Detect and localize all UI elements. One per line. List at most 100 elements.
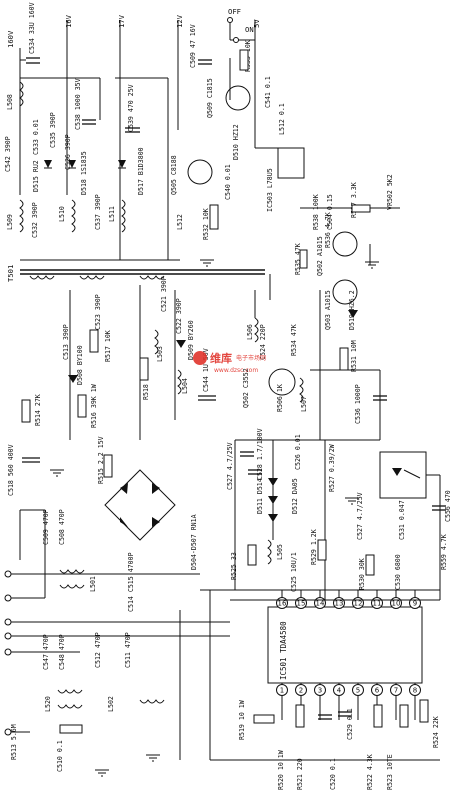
l504-coil xyxy=(177,369,182,395)
rail-label-16v: 16V xyxy=(64,14,73,28)
l512-label: L512 0.1 xyxy=(278,103,286,135)
t501-label: T501 xyxy=(6,265,15,282)
c535-label: C535 390P xyxy=(49,112,57,148)
c538-label: C538 1000 35V xyxy=(74,78,82,130)
c524-label: C524 220P xyxy=(259,324,267,360)
ic501-top-pin-label-15: 15 xyxy=(297,600,306,608)
bridge-rectifier xyxy=(104,469,176,541)
l506-coil xyxy=(254,317,259,343)
r515-resistor xyxy=(103,454,113,478)
c511-label: C511 470P xyxy=(124,632,132,668)
rail-label-160v: 160V xyxy=(6,30,15,48)
l505-label: L505 xyxy=(276,544,284,560)
r537-label: R537 3.3K xyxy=(350,182,358,218)
rail-label-off: OFF xyxy=(228,7,241,16)
ic501-bottom-pin-1 xyxy=(276,684,288,696)
ic501-bottom-pin-label-6: 6 xyxy=(375,687,380,695)
t501-winding-a xyxy=(29,275,55,280)
q502b-transistor xyxy=(268,368,296,396)
c521-label: C521 390P xyxy=(160,276,168,312)
q503-transistor xyxy=(332,279,358,305)
t501-winding-b xyxy=(79,275,105,280)
c514-label: C514 C515 4700P xyxy=(127,552,135,612)
r516-resistor xyxy=(77,394,87,418)
d504-label: D504-D507 RN1A xyxy=(190,514,198,570)
r517-label: R517 10K xyxy=(104,330,112,362)
ic503-label: IC503 L78U5 xyxy=(266,168,274,212)
c538-symbol xyxy=(82,119,96,125)
c520-label: C520 0.1 xyxy=(329,758,337,790)
c513-label: C513 390P xyxy=(62,324,70,360)
c556-label: C556 470 xyxy=(444,490,452,522)
c530-label: C530 6800 xyxy=(394,554,402,590)
q503-label: Q503 A1015 xyxy=(324,290,332,330)
c528-label: C528 1.7/100V xyxy=(256,428,264,480)
l505-coil xyxy=(267,539,272,565)
r522-label: R522 4.3K xyxy=(366,754,374,790)
input-terminals xyxy=(4,570,12,736)
watermark-subtitle: 电子市场网 xyxy=(236,354,266,362)
terminal-2 xyxy=(4,594,12,602)
watermark-logo-icon xyxy=(193,351,207,365)
l502-coil xyxy=(139,699,165,704)
l509-label: L509 xyxy=(6,214,14,230)
ic501-top-pin-label-14: 14 xyxy=(316,600,325,608)
c531-label: C531 0.047 xyxy=(398,500,406,540)
c529-label: C529 0.1 xyxy=(346,708,354,740)
terminal-on xyxy=(233,37,239,43)
d509-label: D509 BY260 xyxy=(187,320,195,360)
d515-label: D515 RU2 xyxy=(32,160,40,192)
c534-label: C534 33U 160V xyxy=(28,2,36,54)
ic501-bottom-pin-8 xyxy=(409,684,421,696)
d510-label: D510 HZ12 xyxy=(232,124,240,160)
r531-label: R531 10M xyxy=(350,340,358,372)
c520-symbol xyxy=(318,714,332,720)
c518-label: C518 560 400V xyxy=(7,444,15,496)
r534-label: R534 47K xyxy=(290,324,298,356)
c542-label: C542 390P xyxy=(4,136,12,172)
r535-resistor xyxy=(299,249,308,269)
c536-label: C536 390P xyxy=(64,134,72,170)
rail-label-on: ON xyxy=(245,25,254,34)
t501-winding-c xyxy=(139,275,165,280)
c512-label: C512 470P xyxy=(94,632,102,668)
c510-label: C510 0.1 xyxy=(56,740,64,772)
c526-label: C526 0.01 xyxy=(294,434,302,470)
ic501-bottom-pin-label-7: 7 xyxy=(394,687,398,695)
terminal-6 xyxy=(4,728,12,736)
rail-label-12v: 12V xyxy=(175,14,184,28)
r524-resistor xyxy=(419,699,429,723)
ic501-bottom-pin-6 xyxy=(371,684,383,696)
d511-label: D511 D514 xyxy=(256,478,264,514)
ic501-bottom-pin-label-3: 3 xyxy=(318,687,322,695)
ic501-top-pin-label-13: 13 xyxy=(335,600,344,608)
r525-label: R525 33 xyxy=(230,552,238,580)
rail-label-17v: 17V xyxy=(117,14,126,28)
r520-label: R520 10 1W xyxy=(277,750,285,790)
ic501-bottom-pin-3 xyxy=(314,684,326,696)
l512b-label: L512 xyxy=(176,214,184,230)
l520-label: L520 xyxy=(44,696,52,712)
c522-label: C522 390P xyxy=(175,298,183,334)
c529b-label: C527 4.7/25V xyxy=(356,492,364,540)
q505-label: Q505 C8188 xyxy=(170,155,178,195)
c541-label: C541 0.1 xyxy=(264,76,272,108)
r521-resistor xyxy=(295,704,305,728)
c544-label: C544 1U 50V xyxy=(202,348,210,392)
c532-label: C532 390P xyxy=(31,202,39,238)
r538-label: R538 100K xyxy=(312,194,320,230)
c528-symbol xyxy=(248,469,262,475)
ic501-bottom-pin-5 xyxy=(352,684,364,696)
d508-label: D508 BY100 xyxy=(76,345,84,385)
r525-resistor xyxy=(247,544,257,566)
c529-symbol xyxy=(338,711,352,717)
c537-label: C537 390P xyxy=(94,194,102,230)
r531-resistor xyxy=(339,347,349,371)
ic501-bottom-pin-label-1: 1 xyxy=(280,687,284,695)
c509-label: C509 47 16V xyxy=(189,24,197,68)
r537-resistor xyxy=(351,204,371,213)
r518-label: R518 330K xyxy=(142,364,150,400)
